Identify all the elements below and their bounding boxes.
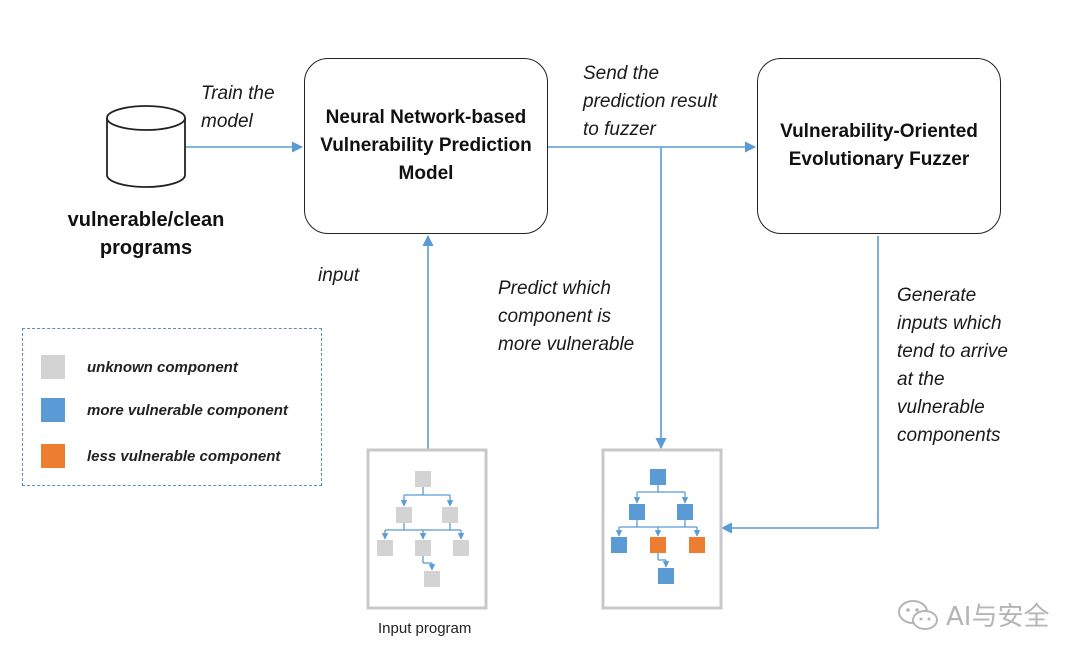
tree-node-6 xyxy=(658,568,674,584)
train-label: Train the model xyxy=(201,83,275,132)
tree-node-1 xyxy=(629,504,645,520)
wechat-icon xyxy=(898,599,938,630)
database-cylinder-icon xyxy=(106,105,186,188)
prediction-model-label: Neural Network-based Vulnerability Predi… xyxy=(320,107,532,184)
legend-label-unknown: unknown component xyxy=(87,358,238,376)
watermark-text: AI与安全 xyxy=(946,602,1050,632)
tree-node-6 xyxy=(424,571,440,587)
tree-node-4 xyxy=(650,537,666,553)
input-label: input xyxy=(318,265,360,286)
tree-node-5 xyxy=(453,540,469,556)
tree-node-4 xyxy=(415,540,431,556)
predict-label: Predict which component is more vulnerab… xyxy=(498,278,635,355)
tree-node-1 xyxy=(396,507,412,523)
fuzzer-label: Vulnerability-Oriented Evolutionary Fuzz… xyxy=(780,121,978,170)
legend-item-more-vulnerable: more vulnerable component xyxy=(41,398,288,422)
source-programs-label: vulnerable/clean programs xyxy=(67,209,225,259)
generate-label: Generate inputs which tend to arrive at … xyxy=(897,285,1008,446)
legend-swatch-less-vulnerable xyxy=(41,444,65,468)
send-label: Send the prediction result to fuzzer xyxy=(583,63,718,140)
generate-arrow xyxy=(720,236,879,534)
fuzzer-box: Vulnerability-Oriented Evolutionary Fuzz… xyxy=(757,58,1001,234)
legend-label-less-vulnerable: less vulnerable component xyxy=(87,447,281,465)
legend-item-less-vulnerable: less vulnerable component xyxy=(41,444,280,468)
legend-label-more-vulnerable: more vulnerable component xyxy=(87,401,288,419)
input-program-caption: Input program xyxy=(378,620,472,637)
legend-swatch-unknown xyxy=(41,355,65,379)
legend: unknown component more vulnerable compon… xyxy=(22,328,322,486)
prediction-model-box: Neural Network-based Vulnerability Predi… xyxy=(304,58,548,234)
predicted-program-tree xyxy=(611,469,705,584)
tree-node-2 xyxy=(442,507,458,523)
input-program-tree xyxy=(377,471,469,587)
watermark: AI与安全 xyxy=(896,596,1049,633)
tree-node-2 xyxy=(677,504,693,520)
tree-node-3 xyxy=(611,537,627,553)
tree-node-5 xyxy=(689,537,705,553)
legend-swatch-more-vulnerable xyxy=(41,398,65,422)
legend-item-unknown: unknown component xyxy=(41,355,238,379)
tree-node-0 xyxy=(415,471,431,487)
tree-node-3 xyxy=(377,540,393,556)
tree-node-0 xyxy=(650,469,666,485)
